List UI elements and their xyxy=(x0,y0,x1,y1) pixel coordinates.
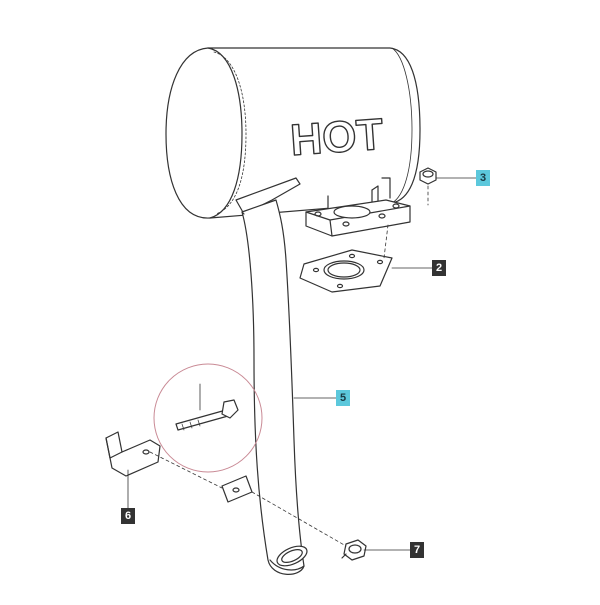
callout-7: 7 xyxy=(410,542,424,558)
tail-pipe xyxy=(241,199,308,575)
callout-5: 5 xyxy=(336,390,350,406)
callout-6: 6 xyxy=(121,508,135,524)
muffler: HOT xyxy=(165,47,421,219)
flange-bolt xyxy=(341,539,367,561)
mounting-bracket xyxy=(105,431,253,503)
leader-lines xyxy=(127,177,477,551)
callout-2: 2 xyxy=(432,260,446,276)
clamp-bolt xyxy=(175,399,239,431)
callout-3: 3 xyxy=(476,170,490,186)
detail-circle xyxy=(153,363,263,473)
alignment-lines xyxy=(149,185,429,547)
gasket xyxy=(299,249,393,293)
hot-label: HOT xyxy=(289,110,385,165)
muffler-outlet-flange xyxy=(305,177,411,237)
flange-nut xyxy=(419,167,437,185)
